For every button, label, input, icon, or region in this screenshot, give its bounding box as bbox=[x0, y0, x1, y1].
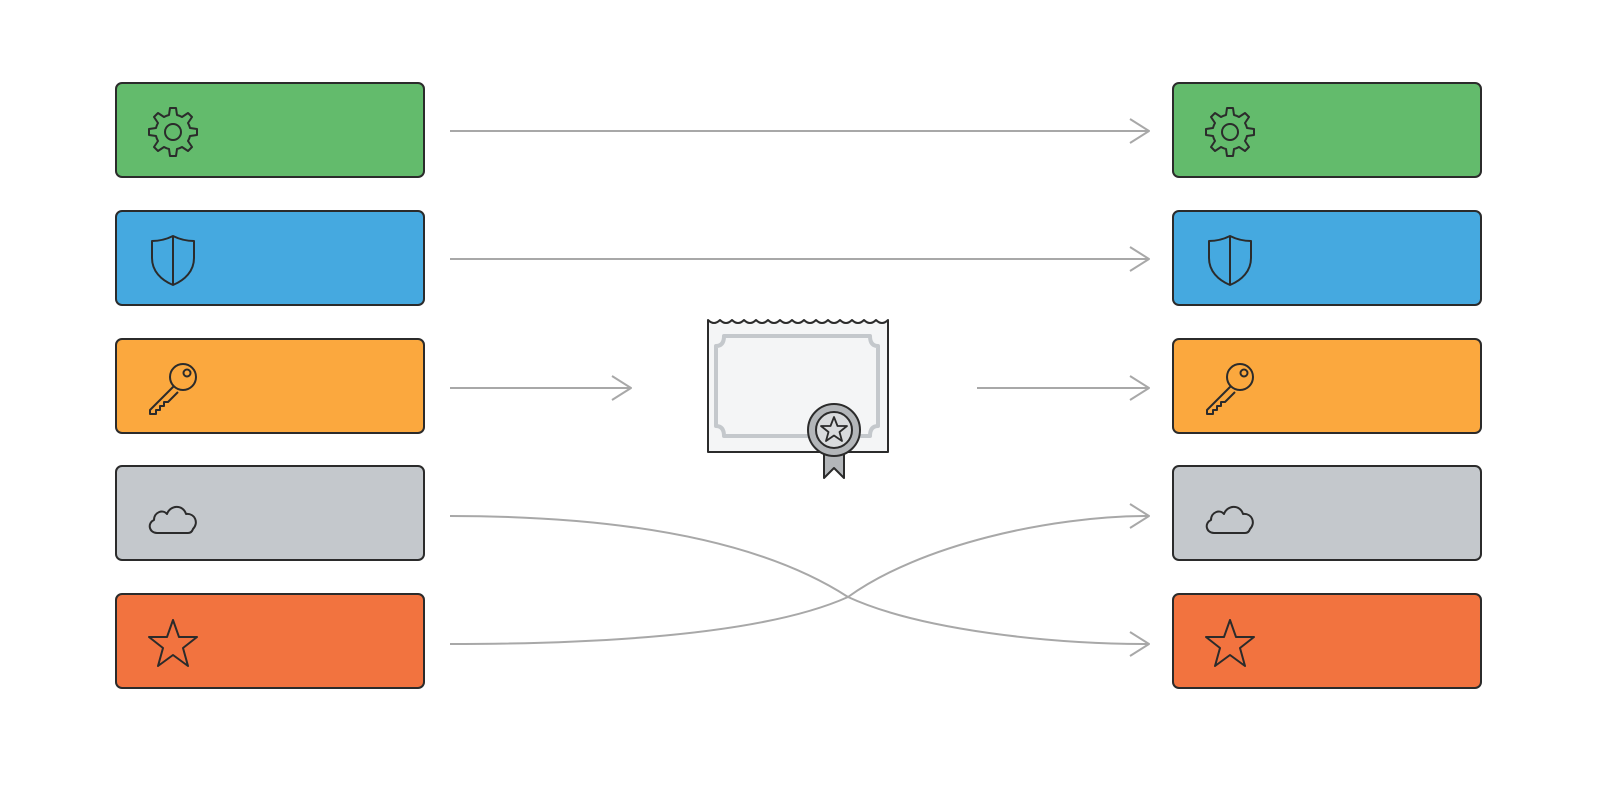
star-icon bbox=[1200, 613, 1260, 673]
arrow-star-to-cloud bbox=[449, 515, 1149, 645]
gear-icon bbox=[1200, 102, 1260, 162]
arrowhead-star bbox=[1129, 631, 1150, 657]
right-block-gear bbox=[1172, 82, 1482, 178]
arrowhead-gear bbox=[1129, 118, 1150, 144]
certificate-icon bbox=[700, 316, 900, 486]
shield-icon bbox=[143, 230, 203, 290]
left-block-gear bbox=[115, 82, 425, 178]
arrow-cloud-to-star bbox=[449, 515, 1149, 645]
shield-icon bbox=[1200, 230, 1260, 290]
gear-icon bbox=[143, 102, 203, 162]
left-block-key bbox=[115, 338, 425, 434]
star-icon bbox=[143, 613, 203, 673]
cloud-icon bbox=[143, 485, 203, 545]
key-icon bbox=[1200, 358, 1260, 418]
left-block-cloud bbox=[115, 465, 425, 561]
arrowhead-cloud bbox=[1129, 503, 1150, 529]
left-block-star bbox=[115, 593, 425, 689]
left-block-shield bbox=[115, 210, 425, 306]
right-block-key bbox=[1172, 338, 1482, 434]
right-block-shield bbox=[1172, 210, 1482, 306]
arrowhead-key-to-certificate bbox=[611, 375, 632, 401]
arrowhead-shield bbox=[1129, 246, 1150, 272]
arrowhead-certificate-to-key bbox=[1129, 375, 1150, 401]
right-block-star bbox=[1172, 593, 1482, 689]
cloud-icon bbox=[1200, 485, 1260, 545]
key-icon bbox=[143, 358, 203, 418]
right-block-cloud bbox=[1172, 465, 1482, 561]
